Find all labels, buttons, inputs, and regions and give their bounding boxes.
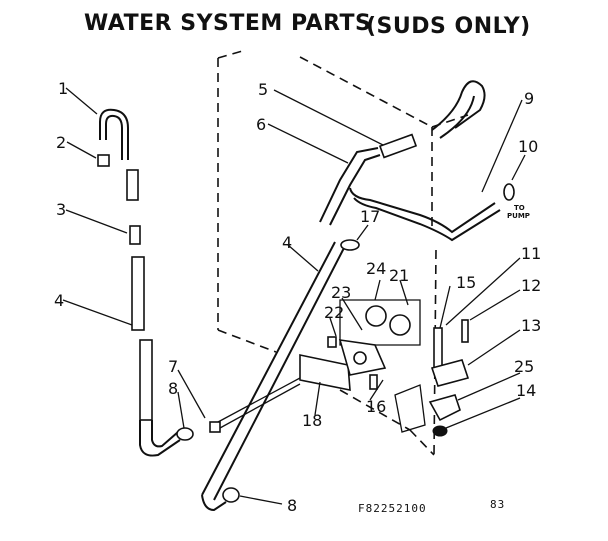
- callout-11: 11: [521, 244, 541, 263]
- callout-16: 16: [366, 397, 386, 416]
- callout-13: 13: [521, 316, 541, 335]
- hook-tube: [99, 108, 129, 160]
- callout-8-left: 8: [168, 379, 178, 398]
- callout-10: 10: [518, 137, 538, 156]
- callout-12: 12: [521, 276, 541, 295]
- pump-label: PUMP: [507, 212, 530, 220]
- lower-tube: [139, 339, 153, 421]
- callout-4-mid: 4: [282, 233, 292, 252]
- bolt-16: [369, 374, 378, 390]
- to-label: TO: [514, 204, 525, 212]
- callout-1: 1: [58, 79, 68, 98]
- pin-11: [433, 327, 443, 369]
- hose-clamp-left: [176, 427, 194, 441]
- callout-18: 18: [302, 411, 322, 430]
- connector-tube: [126, 169, 139, 201]
- callout-15: 15: [456, 273, 476, 292]
- callout-24: 24: [366, 259, 386, 278]
- callout-9: 9: [524, 89, 534, 108]
- left-hose-assembly: [97, 108, 194, 457]
- right-side-parts: [394, 319, 470, 437]
- callout-2: 2: [56, 133, 66, 152]
- callout-25: 25: [514, 357, 534, 376]
- screw-22: [327, 336, 337, 348]
- pump-clamp: [503, 183, 515, 201]
- callout-7: 7: [168, 357, 178, 376]
- callout-numbers: 1 2 3 4 5 6 4 7 8 8 9 10 11 12 13 14 15 …: [54, 79, 541, 515]
- mounting-bracket: [299, 354, 351, 391]
- grommet-14: [432, 425, 448, 437]
- screw-12: [461, 319, 469, 343]
- short-tube: [378, 133, 418, 159]
- top-hoses: [319, 80, 515, 242]
- valve-assembly: [209, 239, 421, 433]
- callout-23: 23: [331, 283, 351, 302]
- cabinet-outline: [217, 49, 469, 456]
- hose-clamp-bottom: [222, 487, 240, 503]
- callout-3: 3: [56, 200, 66, 219]
- hose-cap: [97, 154, 110, 167]
- diagram-subtitle: (SUDS ONLY): [366, 14, 531, 39]
- clip-25: [428, 394, 461, 422]
- callout-14: 14: [516, 381, 536, 400]
- bracket-13: [430, 359, 470, 387]
- diagram-title: WATER SYSTEM PARTS: [84, 11, 371, 36]
- callout-8-bottom: 8: [287, 496, 297, 515]
- callout-17: 17: [360, 207, 380, 226]
- page-code: 83: [490, 498, 505, 511]
- solenoid-coil-1: [365, 305, 387, 327]
- callout-21: 21: [389, 266, 409, 285]
- small-fitting: [129, 225, 141, 245]
- diagonal-hose: [201, 241, 346, 512]
- leader-lines: [62, 87, 526, 505]
- washer: [340, 239, 360, 251]
- fitting-7: [209, 421, 221, 433]
- callout-5: 5: [258, 80, 268, 99]
- callout-4-left: 4: [54, 291, 64, 310]
- part-code: F82252100: [358, 502, 427, 515]
- solenoid-coil-2: [389, 314, 411, 336]
- long-tube: [131, 256, 145, 331]
- callout-6: 6: [256, 115, 266, 134]
- callout-22: 22: [324, 303, 344, 322]
